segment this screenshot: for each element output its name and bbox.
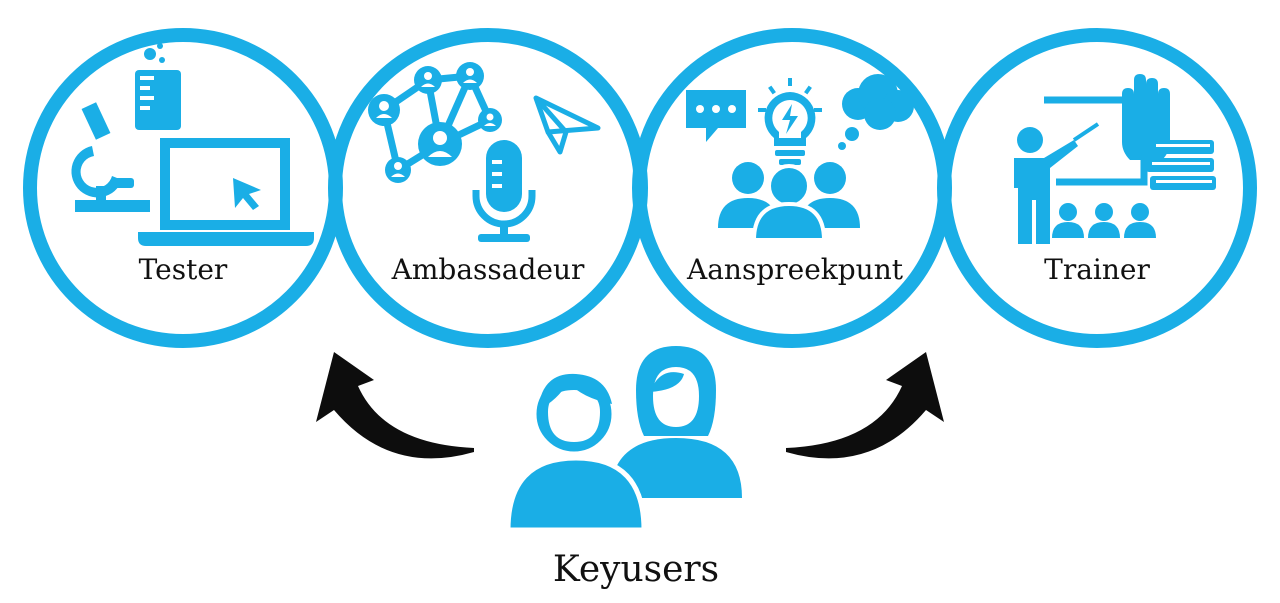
trainer-icons — [1014, 74, 1216, 244]
arrows — [316, 352, 944, 459]
role-label-trainer: Trainer — [1044, 253, 1150, 286]
center-label-keyusers: Keyusers — [553, 549, 719, 590]
raised-hand-icon — [1122, 74, 1170, 160]
beaker-icon — [135, 39, 181, 130]
audience-icon — [1052, 203, 1156, 238]
paper-plane-icon — [533, 95, 601, 155]
microphone-icon — [472, 140, 536, 242]
tester-icons — [71, 39, 314, 246]
role-label-aanspreekpunt: Aanspreekpunt — [686, 253, 904, 286]
group-icon — [718, 162, 860, 242]
aanspreekpunt-icons — [686, 74, 914, 242]
presenter-icon — [1014, 122, 1100, 244]
ring-tester — [23, 28, 343, 348]
thought-cloud-icon — [838, 74, 914, 150]
curved-arrow-right — [786, 352, 944, 459]
role-labels: Tester Ambassadeur Aanspreekpunt Trainer — [139, 253, 1151, 286]
ambassadeur-icons — [368, 62, 601, 242]
lightbulb-icon — [758, 78, 822, 165]
books-icon — [1146, 140, 1216, 190]
users-pair-icon — [505, 346, 742, 533]
microscope-icon — [71, 102, 150, 212]
role-label-ambassadeur: Ambassadeur — [391, 253, 585, 286]
role-rings — [23, 28, 1257, 348]
laptop-cursor-icon — [138, 138, 314, 246]
ring-trainer — [937, 28, 1257, 348]
chat-bubble-icon — [686, 90, 746, 142]
curved-arrow-left — [316, 352, 474, 459]
role-label-tester: Tester — [139, 253, 228, 286]
